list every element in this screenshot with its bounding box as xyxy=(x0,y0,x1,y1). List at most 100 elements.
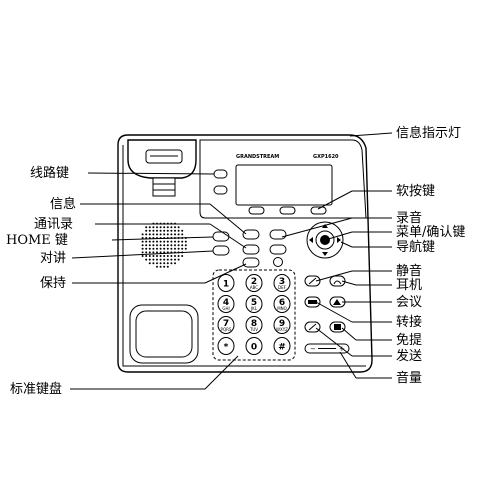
speaker-hole xyxy=(163,247,166,250)
function-keys-left[interactable] xyxy=(212,229,287,268)
record-key-2[interactable] xyxy=(269,244,287,255)
keypad-key[interactable]: # xyxy=(273,337,291,355)
keypad-key-shape[interactable] xyxy=(245,316,263,334)
keypad-key-shape[interactable] xyxy=(217,295,235,313)
keypad-key-shape[interactable] xyxy=(217,337,235,355)
speaker-hole xyxy=(181,229,184,232)
call-log-key[interactable] xyxy=(242,244,260,255)
keypad-key[interactable]: * xyxy=(217,337,235,355)
intercom-dot-key[interactable] xyxy=(273,257,283,267)
speaker-hole xyxy=(159,229,162,232)
keypad-key-shape[interactable] xyxy=(217,316,235,334)
speaker-hole xyxy=(148,262,151,265)
message-key[interactable] xyxy=(242,229,260,240)
speaker-hole xyxy=(184,244,187,247)
speaker-hole xyxy=(166,247,169,250)
speaker-hole xyxy=(156,229,158,232)
soft-keys[interactable] xyxy=(248,206,327,215)
speaker-hole xyxy=(145,226,148,229)
label-intercom: 对讲 xyxy=(40,251,66,266)
keypad-key-shape[interactable] xyxy=(273,337,291,355)
speaker-hole xyxy=(170,258,173,261)
function-keys-right[interactable]: − + xyxy=(304,275,350,354)
speaker-hole xyxy=(181,233,184,236)
speaker-hole xyxy=(166,229,169,232)
speaker-hole xyxy=(163,265,166,268)
keypad-key[interactable]: 1 xyxy=(217,274,235,292)
label-mute: 静音 xyxy=(396,263,422,279)
nav-right-icon xyxy=(337,237,341,243)
keypad-key[interactable]: 0 xyxy=(245,337,263,355)
keypad-key-number: 5 xyxy=(251,298,257,308)
label-handsfree: 免提 xyxy=(396,332,422,348)
soft-key-2[interactable] xyxy=(279,206,296,215)
keypad-key-shape[interactable] xyxy=(245,274,263,292)
speaker-hole xyxy=(141,233,144,236)
speaker-hole xyxy=(141,244,144,247)
model-label: GXP1620 xyxy=(313,154,339,160)
line-keys[interactable] xyxy=(213,169,228,195)
line-key-1[interactable] xyxy=(213,169,228,179)
labels: 信息指示灯 软按键 录音 菜单/确认键 导航键 静音 耳机 会议 转接 免提 发… xyxy=(6,125,465,397)
label-conference: 会议 xyxy=(396,295,422,310)
label-send: 发送 xyxy=(396,348,422,364)
conference-icon xyxy=(333,299,341,305)
keypad-key-shape[interactable] xyxy=(217,274,235,292)
speaker-hole xyxy=(156,255,158,257)
speaker-hole xyxy=(159,251,162,254)
keypad-key-number: * xyxy=(224,343,229,353)
keypad-key-shape[interactable] xyxy=(245,295,263,313)
handsfree-icon xyxy=(334,324,341,330)
home-key[interactable] xyxy=(212,231,230,242)
speaker-hole xyxy=(156,240,158,243)
speaker-hole xyxy=(156,251,158,254)
speaker-hole xyxy=(170,244,173,247)
soft-key-3[interactable] xyxy=(310,206,327,215)
speaker-hole xyxy=(181,247,184,250)
label-standard-keypad: 标准键盘 xyxy=(10,381,62,397)
record-key[interactable] xyxy=(269,229,287,240)
label-menu-ok: 菜单/确认键 xyxy=(396,225,465,240)
speaker-hole xyxy=(141,240,144,243)
hold-key[interactable] xyxy=(242,257,260,268)
speaker-hole xyxy=(152,258,155,261)
speaker-hole xyxy=(159,240,162,243)
keypad-key-number: 7 xyxy=(223,319,229,329)
keypad-key-shape[interactable] xyxy=(273,295,291,313)
keypad-key-shape[interactable] xyxy=(245,337,263,355)
label-msg-indicator: 信息指示灯 xyxy=(396,125,461,141)
label-record: 录音 xyxy=(396,210,422,226)
label-line-keys: 线路键 xyxy=(30,165,69,181)
speaker-hole xyxy=(166,233,169,236)
speaker-hole xyxy=(174,240,176,243)
soft-key-1[interactable] xyxy=(248,206,265,215)
speaker-hole xyxy=(170,255,173,257)
keypad-key-letters: TUV xyxy=(249,327,258,332)
speaker-hole xyxy=(181,255,184,257)
intercom-key[interactable] xyxy=(212,245,230,256)
speaker-hole xyxy=(156,247,158,250)
label-volume: 音量 xyxy=(396,370,422,386)
speaker-hole xyxy=(177,240,180,243)
keypad-key-shape[interactable] xyxy=(273,316,291,334)
speaker-hole xyxy=(174,244,176,247)
keypad-key-letters: ABC xyxy=(250,285,258,290)
label-headset: 耳机 xyxy=(396,278,422,293)
speaker-hole xyxy=(184,240,187,243)
keypad-key-shape[interactable] xyxy=(273,274,291,292)
line-key-2[interactable] xyxy=(213,185,228,195)
lcd-area: GRANDSTREAM GXP1620 xyxy=(235,154,339,206)
speaker-hole xyxy=(141,251,144,254)
nav-left-icon xyxy=(309,237,313,243)
keypad-key-number: 8 xyxy=(251,319,257,329)
